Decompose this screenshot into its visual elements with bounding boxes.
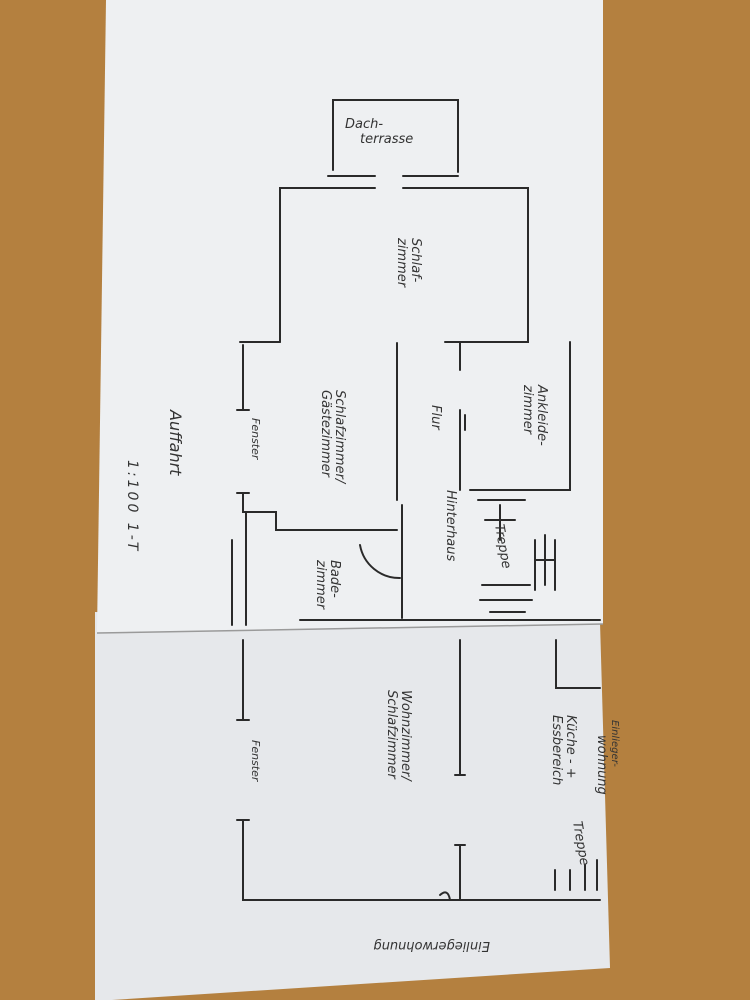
label-ankleidezimmer: Ankleide-zimmer [520,384,549,446]
paper-sheet-top [97,0,603,633]
label-wohnung-partial: Einlieger-wohnung [594,720,620,795]
svg-text:Fenster: Fenster [249,740,262,783]
svg-text:1:100 1-T: 1:100 1-T [124,460,140,553]
label-fenster-top: Fenster [249,418,262,461]
svg-text:Bade-: Bade- [327,560,342,598]
walls [231,99,601,901]
label-schlafzimmer: Schlaf-zimmer [394,237,423,289]
svg-text:Fenster: Fenster [249,418,262,461]
svg-text:zimmer: zimmer [520,384,535,436]
svg-text:Ankleide-: Ankleide- [534,384,549,446]
svg-text:wohnung: wohnung [594,735,609,795]
svg-text:Gästezimmer: Gästezimmer [318,390,333,479]
svg-text:zimmer: zimmer [313,559,328,611]
svg-text:Schlafzimmer: Schlafzimmer [384,690,399,781]
label-einliegerwohnung: Einliegerwohnung [373,938,490,953]
label-kueche: Küche - +Essbereich [549,715,578,785]
label-scale: 1:100 1-T [124,460,140,553]
svg-text:Auffahrt: Auffahrt [166,409,185,476]
label-badezimmer: Bade-zimmer [313,559,342,611]
label-wohnzimmer: Wohnzimmer/Schlafzimmer [384,690,413,782]
paper-sheet-bottom [95,612,610,1000]
svg-text:Einliegerwohnung: Einliegerwohnung [373,938,490,953]
label-gaestezimmer: Schlafzimmer/Gästezimmer [318,390,347,485]
svg-text:Wohnzimmer/: Wohnzimmer/ [398,690,413,782]
svg-text:Schlaf-: Schlaf- [408,238,423,283]
svg-text:Flur: Flur [428,405,443,431]
svg-text:Hinterhaus: Hinterhaus [443,490,458,562]
svg-text:Küche - +: Küche - + [563,715,578,779]
svg-text:Schlafzimmer/: Schlafzimmer/ [332,390,347,485]
label-flur: Flur [428,405,443,431]
label-fenster-bottom: Fenster [249,740,262,783]
label-dachterrasse: Dach- [345,117,383,132]
svg-text:Einlieger-: Einlieger- [609,720,620,767]
svg-text:zimmer: zimmer [394,237,409,289]
svg-text:Essbereich: Essbereich [549,715,564,785]
label-dachterrasse-2: terrasse [360,132,413,147]
label-hinterhaus: Hinterhaus [443,490,458,562]
label-auffahrt: Auffahrt [166,409,185,476]
